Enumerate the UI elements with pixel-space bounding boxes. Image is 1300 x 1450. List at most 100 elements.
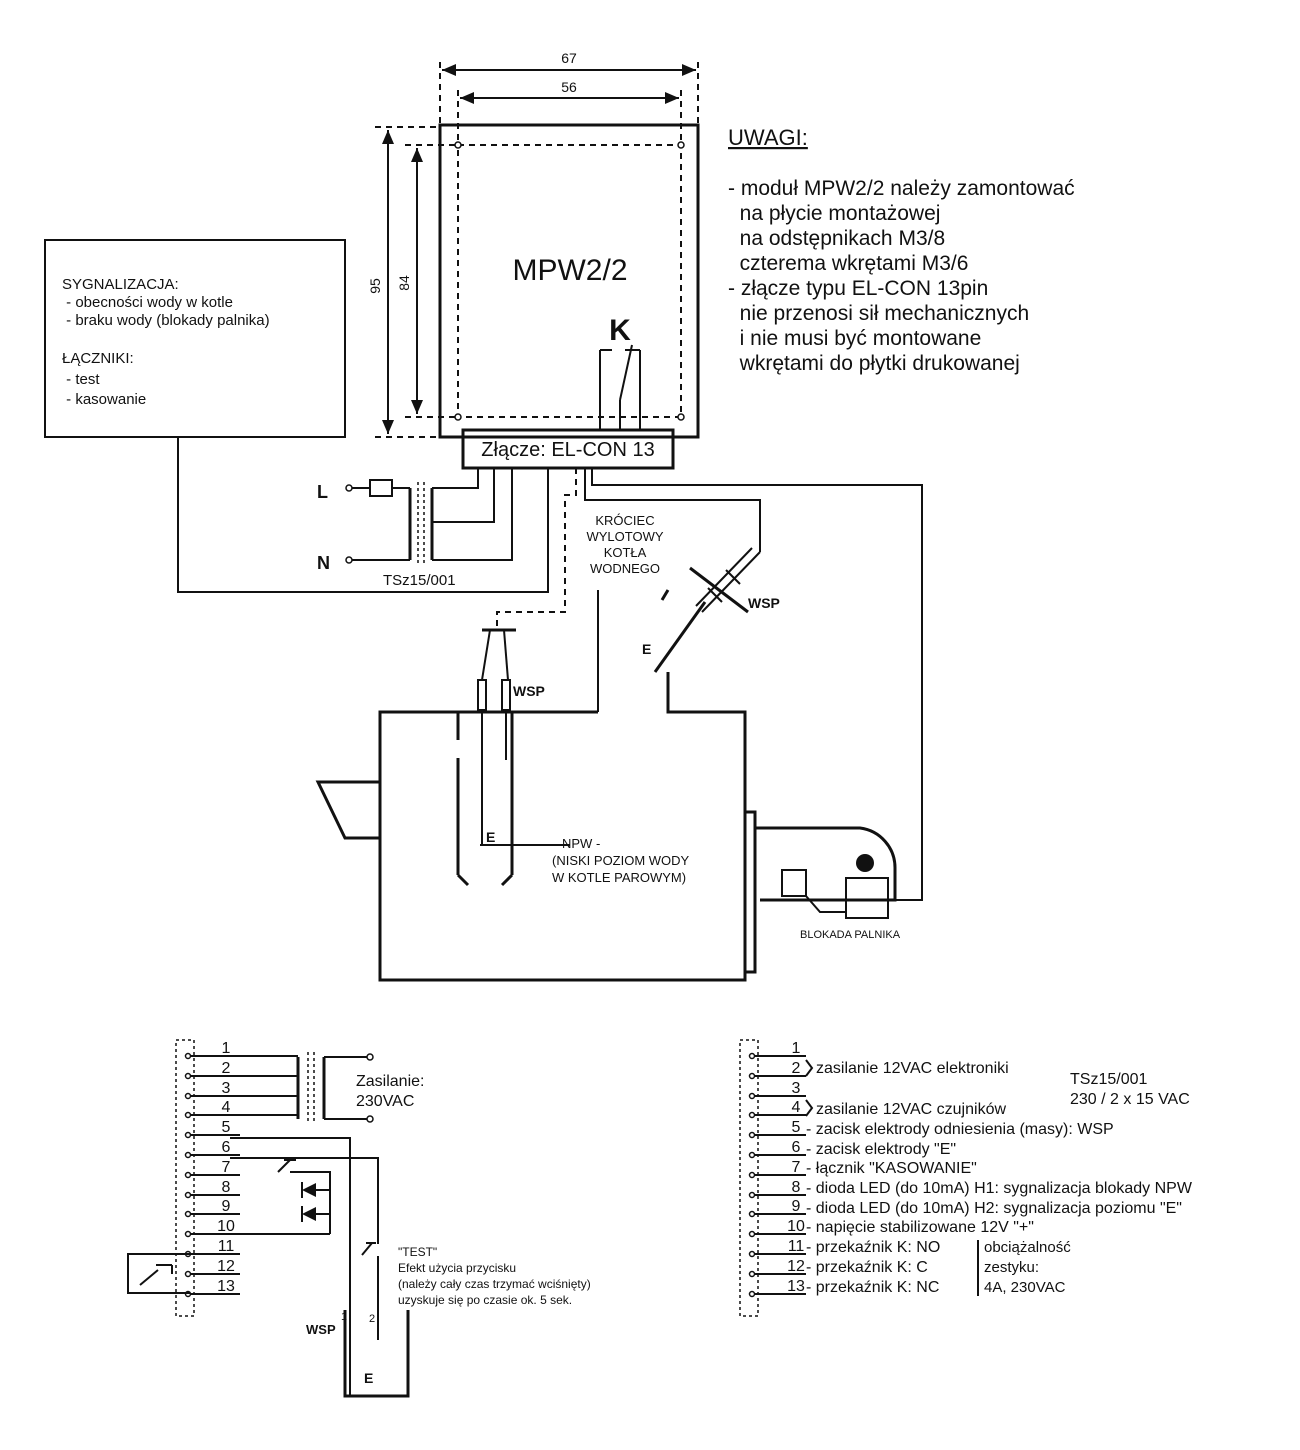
legend-pin-number: 4 xyxy=(792,1099,801,1116)
notes-line: - moduł MPW2/2 należy zamontować xyxy=(728,177,1075,200)
pin-terminal xyxy=(184,1052,192,1060)
legend-desc-12: - przekaźnik K: C xyxy=(806,1259,928,1276)
legend-pin-terminal xyxy=(748,1230,756,1238)
legend-transformer: TSz15/001 xyxy=(1070,1071,1147,1088)
module-inner-outline xyxy=(457,144,682,418)
legend-pin-number: 7 xyxy=(792,1159,801,1176)
test-line: (należy cały czas trzymać wciśnięty) xyxy=(398,1277,591,1291)
npw-line: W KOTLE PAROWYM) xyxy=(552,870,686,885)
outlet-line: WYLOTOWY xyxy=(586,529,663,544)
pin-number: 6 xyxy=(222,1139,231,1156)
legend-pin-row: 11 xyxy=(748,1238,806,1258)
signal-box-outline xyxy=(44,239,346,438)
legend-pin-terminal xyxy=(748,1210,756,1218)
e-label-lower: E xyxy=(364,1370,373,1386)
boiler-flap xyxy=(315,780,382,840)
legend-desc-2: zasilanie 12VAC elektroniki xyxy=(816,1060,1009,1077)
brace-2-icon xyxy=(805,1059,814,1077)
signal-line: - obecności wody w kotle xyxy=(62,294,233,311)
pin-row: 12 xyxy=(184,1258,240,1278)
legend-load: zestyku: xyxy=(984,1259,1039,1276)
supply-text: 230VAC xyxy=(356,1093,414,1110)
legend-pin-number: 5 xyxy=(792,1119,801,1136)
pin-row: 13 xyxy=(184,1278,240,1298)
pin-row: 2 xyxy=(184,1060,298,1080)
dim-56-label: 56 xyxy=(561,79,577,95)
pin-terminal xyxy=(184,1210,192,1218)
test-electrode-well xyxy=(343,1310,410,1398)
burner-lock-label: BLOKADA PALNIKA xyxy=(800,929,901,941)
legend-pin-row: 7 xyxy=(748,1159,806,1179)
signal-line: - braku wody (blokady palnika) xyxy=(62,312,270,329)
transformer-label: TSz15/001 xyxy=(383,572,456,589)
legend-pin-terminal xyxy=(748,1171,756,1179)
pin-number: 12 xyxy=(217,1258,235,1275)
pin-number: 9 xyxy=(222,1198,231,1215)
l-label: L xyxy=(317,482,328,502)
npw-line: (NISKI POZIOM WODY xyxy=(552,853,690,868)
pin-row: 10 xyxy=(184,1218,240,1238)
dim-84-label: 84 xyxy=(396,275,412,291)
sensor-flange xyxy=(689,566,749,614)
legend-pin-number: 6 xyxy=(792,1139,801,1156)
wsp-label-lower: WSP xyxy=(306,1322,336,1337)
pin-row: 7 xyxy=(184,1159,240,1179)
legend-pin-terminal xyxy=(748,1151,756,1159)
legend-pin-terminal xyxy=(748,1052,756,1060)
pin-row: 4 xyxy=(184,1099,298,1119)
e-label-1: E xyxy=(486,829,495,845)
brace-4-icon xyxy=(805,1099,814,1117)
legend-pin-row: 10 xyxy=(748,1218,806,1238)
notes-line: i nie musi być montowane xyxy=(728,327,981,350)
pin-terminal xyxy=(184,1072,192,1080)
pin-row: 3 xyxy=(184,1080,298,1100)
outlet-line: KOTŁA xyxy=(604,545,647,560)
pin-number: 3 xyxy=(222,1080,231,1097)
burner-plate xyxy=(743,810,757,974)
signal-line: - kasowanie xyxy=(62,391,146,408)
legend-pin-row: 12 xyxy=(748,1258,806,1278)
legend-pin-number: 12 xyxy=(787,1258,805,1275)
legend-pin-row: 4 xyxy=(748,1099,806,1119)
pin-number: 11 xyxy=(218,1238,235,1255)
notes-line: nie przenosi sił mechanicznych xyxy=(728,302,1029,325)
legend-load: 4A, 230VAC xyxy=(984,1279,1066,1296)
led-h2-icon xyxy=(302,1207,316,1221)
legend-pin-row: 9 xyxy=(748,1198,806,1218)
pin-row: 5 xyxy=(184,1119,240,1139)
signal-line: SYGNALIZACJA: xyxy=(62,276,179,293)
legend-pin-terminal xyxy=(748,1290,756,1298)
module-name: MPW2/2 xyxy=(512,254,627,287)
legend-pin-terminal xyxy=(748,1092,756,1100)
npw-line: NPW - xyxy=(562,836,600,851)
legend-pin-number: 13 xyxy=(787,1278,805,1295)
legend-pin-terminal xyxy=(748,1250,756,1258)
legend-pin-number: 9 xyxy=(792,1198,801,1215)
legend-desc-13: - przekaźnik K: NC xyxy=(806,1279,939,1296)
notes-block: UWAGI: - moduł MPW2/2 należy zamontować … xyxy=(728,125,1075,375)
legend-desc-9: - dioda LED (do 10mA) H2: sygnalizacja p… xyxy=(806,1200,1182,1217)
dim-95-label: 95 xyxy=(367,278,383,294)
notes-line: na płycie montażowej xyxy=(728,202,940,225)
led-h1-icon xyxy=(302,1183,316,1197)
legend-pin-number: 2 xyxy=(792,1060,801,1077)
pin-row: 11 xyxy=(184,1238,240,1258)
legend-pin-terminal xyxy=(748,1191,756,1199)
signal-line: - test xyxy=(62,371,100,388)
outlet-line: WODNEGO xyxy=(590,561,660,576)
e-label-2: E xyxy=(642,641,651,657)
legend-pin-terminal xyxy=(748,1072,756,1080)
burner-body xyxy=(755,826,897,902)
burner-lock-box xyxy=(845,877,889,919)
legend-desc-5: - zacisk elektrody odniesienia (masy): W… xyxy=(806,1121,1114,1138)
relay-label: K xyxy=(609,314,631,347)
terminal-block-left xyxy=(175,1039,195,1317)
supply-text: Zasilanie: xyxy=(356,1073,424,1090)
legend-pin-number: 8 xyxy=(792,1179,801,1196)
legend-pin-number: 3 xyxy=(792,1080,801,1097)
legend-desc-11: - przekaźnik K: NO xyxy=(806,1239,940,1256)
legend-pin-number: 1 xyxy=(792,1040,801,1057)
n-label: N xyxy=(317,553,330,573)
